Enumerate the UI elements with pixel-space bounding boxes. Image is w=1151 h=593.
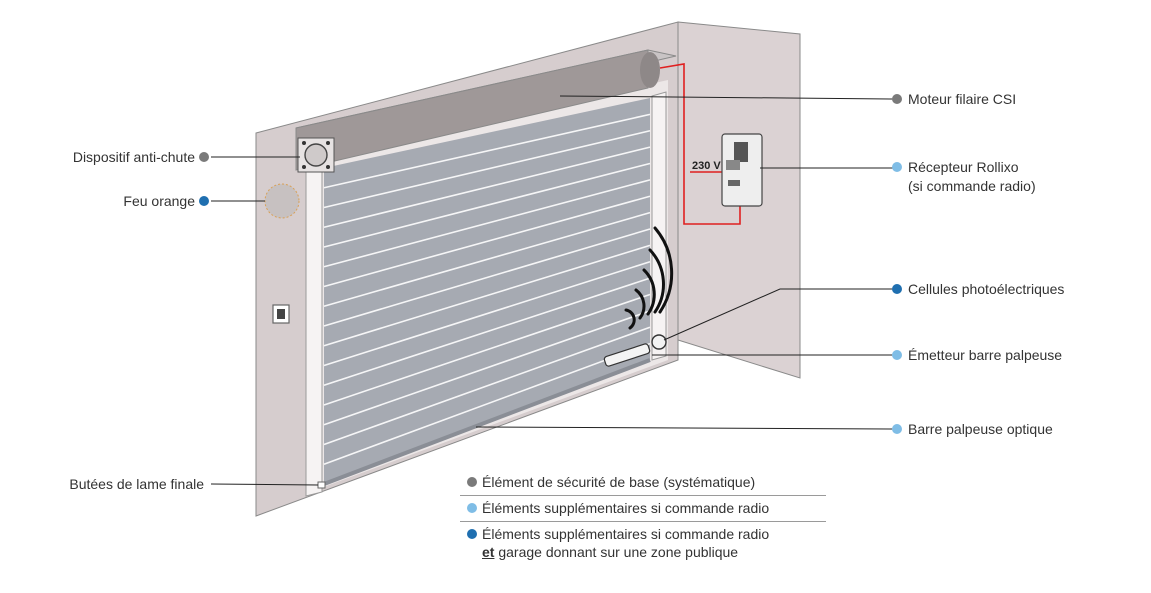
label-moteur: Moteur filaire CSI	[908, 91, 1017, 107]
label-butees: Butées de lame finale	[69, 476, 204, 492]
door-slat-line	[323, 228, 651, 327]
legend-row-radio: Éléments supplémentaires si commande rad…	[460, 496, 826, 522]
radio-waves	[624, 226, 674, 330]
edge-transmitter	[603, 343, 651, 367]
legend-text-base: Élément de sécurité de base (systématiqu…	[482, 474, 756, 490]
door-slat-line	[323, 310, 651, 426]
right-rail	[651, 91, 667, 361]
orange-light	[264, 183, 300, 219]
label-recepteur-2: (si commande radio)	[908, 178, 1036, 194]
door-slat-line	[323, 326, 651, 446]
dot-cellules	[892, 284, 902, 294]
anti-fall-disk	[304, 143, 328, 167]
power-wire	[659, 63, 741, 225]
dot-feu	[199, 196, 209, 206]
legend-row-public: Éléments supplémentaires si commande rad…	[460, 522, 826, 565]
legend-dot-public	[467, 529, 477, 539]
dot-recepteur	[892, 162, 902, 172]
callout-dots	[199, 94, 902, 434]
photocell	[651, 334, 667, 350]
legend-dot-radio	[467, 503, 477, 513]
legend-dot-base	[467, 477, 477, 487]
legend: Élément de sécurité de base (systématiqu…	[460, 470, 826, 565]
dot-moteur	[892, 94, 902, 104]
motor-end-cap	[640, 52, 660, 88]
roller-box-front	[295, 49, 649, 171]
door-slat-line	[323, 179, 651, 268]
legend-row-base: Élément de sécurité de base (systématiqu…	[460, 470, 826, 496]
door-slat-line	[323, 195, 651, 288]
legend-text-public-2: garage donnant sur une zone publique	[494, 544, 739, 560]
label-antichute: Dispositif anti-chute	[72, 149, 195, 165]
label-barre: Barre palpeuse optique	[908, 421, 1053, 437]
voltage-label: 230 V	[692, 160, 721, 172]
dot-barre	[892, 424, 902, 434]
label-cellules: Cellules photoélectriques	[908, 281, 1065, 297]
legend-text-radio: Éléments supplémentaires si commande rad…	[482, 500, 770, 516]
door-curtain	[324, 98, 650, 484]
door-slat-line	[323, 113, 651, 189]
door-slat-line	[323, 260, 651, 367]
door-slat-line	[323, 146, 651, 229]
receiver-box	[721, 133, 763, 207]
end-stop	[317, 481, 326, 489]
left-rail	[305, 165, 323, 497]
door-slat-line	[323, 277, 651, 387]
door-slat-line	[323, 129, 651, 209]
label-emetteur: Émetteur barre palpeuse	[908, 347, 1063, 363]
dot-emetteur	[892, 350, 902, 360]
door-slat-line	[323, 342, 651, 466]
dot-antichute	[199, 152, 209, 162]
bottom-edge-bar	[323, 358, 651, 486]
door-slat-line	[323, 244, 651, 347]
legend-text-public-1: Éléments supplémentaires si commande rad…	[482, 526, 770, 542]
legend-text-public-em: et	[482, 544, 495, 560]
label-feu: Feu orange	[123, 193, 195, 209]
label-recepteur-1: Récepteur Rollixo	[908, 159, 1019, 175]
door-slat-line	[323, 293, 651, 406]
door-slat-line	[323, 162, 651, 248]
door-slat-line	[323, 211, 651, 308]
